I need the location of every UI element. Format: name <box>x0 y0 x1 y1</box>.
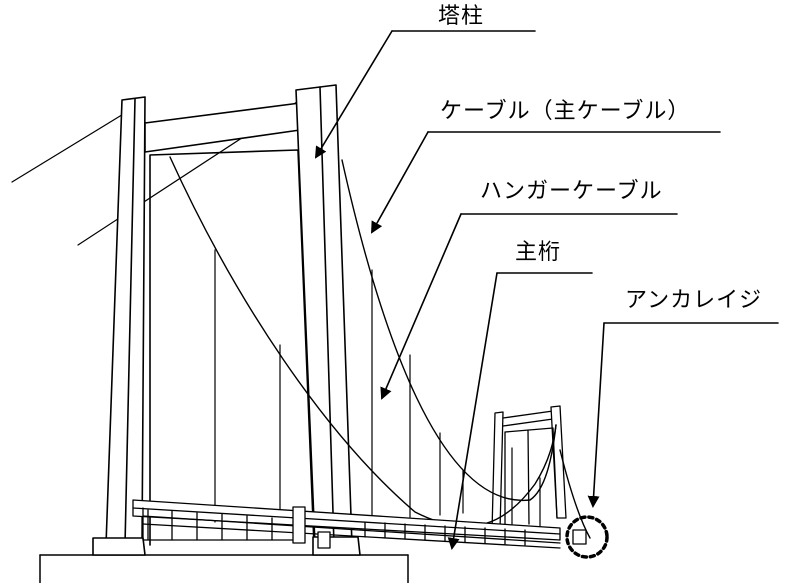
main-cable-label: ケーブル（主ケーブル） <box>440 99 691 124</box>
hanger-cable-label: ハンガーケーブル <box>480 179 663 204</box>
callout-tower <box>314 30 536 159</box>
anchorage-label: アンカレイジ <box>625 288 763 313</box>
hanger-cables <box>214 249 541 531</box>
main-girder <box>132 499 561 549</box>
main-tower <box>92 84 361 556</box>
anchorage <box>565 515 609 559</box>
main-girder-label: 主桁 <box>515 240 562 265</box>
callout-main-cable <box>371 131 721 234</box>
tower-label: 塔柱 <box>438 4 485 29</box>
far-tower <box>491 405 567 532</box>
callout-hanger-cable <box>380 213 678 400</box>
callout-main-girder <box>447 272 593 550</box>
callout-anchorage <box>587 322 779 508</box>
base-slab <box>39 554 409 584</box>
